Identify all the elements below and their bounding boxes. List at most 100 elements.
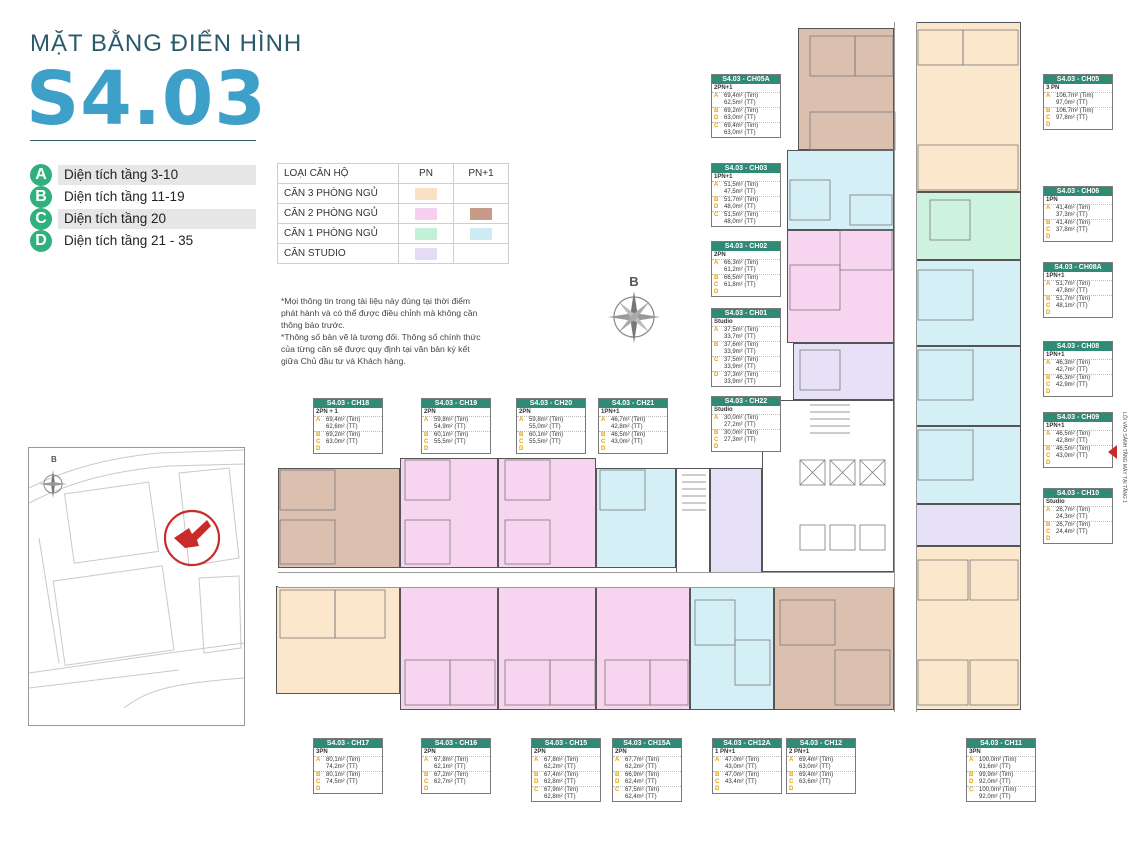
stair-core-left (676, 468, 710, 573)
area-tim: 67,9m² (Tim) (544, 787, 579, 793)
area-tim: 100,0m² (Tim) (979, 787, 1017, 793)
area-tt: 47,8m² (TT) (1056, 288, 1088, 294)
floor-legend-text: Diện tích tầng 11-19 (64, 189, 185, 204)
unit-ch20-plan[interactable] (498, 458, 596, 568)
area-tim: 67,7m² (Tim) (625, 757, 660, 763)
area-tt: 92,0m² (TT) (979, 794, 1011, 800)
floor-tag: A (714, 182, 719, 188)
unit-code: S4.03 - CH12A (713, 739, 781, 748)
floor-legend-text: Diện tích tầng 21 - 35 (64, 233, 194, 248)
area-tim: 30,0m² (Tim) (724, 430, 759, 436)
floor-tag: A (1046, 360, 1051, 366)
area-tt: 62,2m² (TT) (544, 764, 576, 770)
unit-ch08a-plan[interactable] (915, 260, 1021, 346)
unit-ch05-plan[interactable] (915, 22, 1021, 192)
entrance-marker (1108, 445, 1117, 459)
unit-ch15a-plan[interactable] (596, 586, 690, 710)
unit-code: S4.03 - CH12 (787, 739, 855, 748)
area-tt: 62,2m² (TT) (625, 764, 657, 770)
unit-ch05a-plan[interactable] (798, 28, 894, 150)
unit-ch12-plan[interactable] (774, 586, 894, 710)
unit-ch08-plan[interactable] (915, 346, 1021, 426)
unit-ch21-plan[interactable] (596, 468, 676, 568)
unit-ch01-plan[interactable] (793, 343, 894, 400)
floor-tag: B C D (424, 432, 429, 452)
floor-tag: C (714, 123, 719, 129)
unit-code: S4.03 - CH20 (517, 399, 585, 408)
unit-code: S4.03 - CH05A (712, 75, 780, 84)
floor-tag: B C D (714, 275, 719, 295)
unit-ch15-plan[interactable] (498, 586, 596, 710)
unit-ch22-plan[interactable] (710, 468, 762, 573)
floor-tag: B C D (1046, 296, 1051, 316)
area-tim: 30,0m² (Tim) (724, 415, 759, 421)
unit-ch12a-plan[interactable] (690, 586, 774, 710)
area-tt: 37,8m² (TT) (1056, 227, 1088, 233)
unit-ch16-plan[interactable] (400, 586, 498, 710)
unit-type: 2PN + 1 (316, 409, 338, 415)
unit-ch17-plan[interactable] (276, 586, 400, 694)
unit-ch03-plan[interactable] (787, 150, 894, 230)
floor-tag: A (714, 260, 719, 266)
area-tt: 62,6m² (TT) (326, 424, 358, 430)
area-tt: 48,1m² (TT) (1056, 303, 1088, 309)
floor-tag: A (316, 417, 321, 423)
floor-tag: B C D (601, 432, 606, 452)
unit-ch19-plan[interactable] (400, 458, 498, 568)
area-tt: 91,6m² (TT) (979, 764, 1011, 770)
floor-tag: B C D (714, 430, 719, 450)
area-tim: 69,4m² (Tim) (724, 93, 759, 99)
unit-ch06-plan[interactable] (915, 192, 1021, 260)
area-tt: 43,0m² (TT) (725, 764, 757, 770)
unit-ch10-plan[interactable] (915, 504, 1021, 546)
area-tt: 43,4m² (TT) (725, 779, 757, 785)
unit-ch02-plan[interactable] (787, 230, 894, 343)
area-tt: 24,4m² (TT) (1056, 529, 1088, 535)
floor-tag: A (519, 417, 524, 423)
unit-type: 2PN (714, 252, 726, 258)
area-tim: 46,5m² (Tim) (611, 432, 646, 438)
area-tt: 62,1m² (TT) (434, 764, 466, 770)
area-tim: 100,0m² (Tim) (979, 757, 1017, 763)
floor-tag: A (714, 415, 719, 421)
area-tt: 92,0m² (TT) (979, 779, 1011, 785)
unit-type: 2PN (424, 749, 436, 755)
compass-label: B (629, 275, 638, 289)
unit-ch18-plan[interactable] (278, 468, 400, 568)
unit-type-row: CĂN STUDIO (277, 243, 509, 264)
unit-code: S4.03 - CH18 (314, 399, 382, 408)
